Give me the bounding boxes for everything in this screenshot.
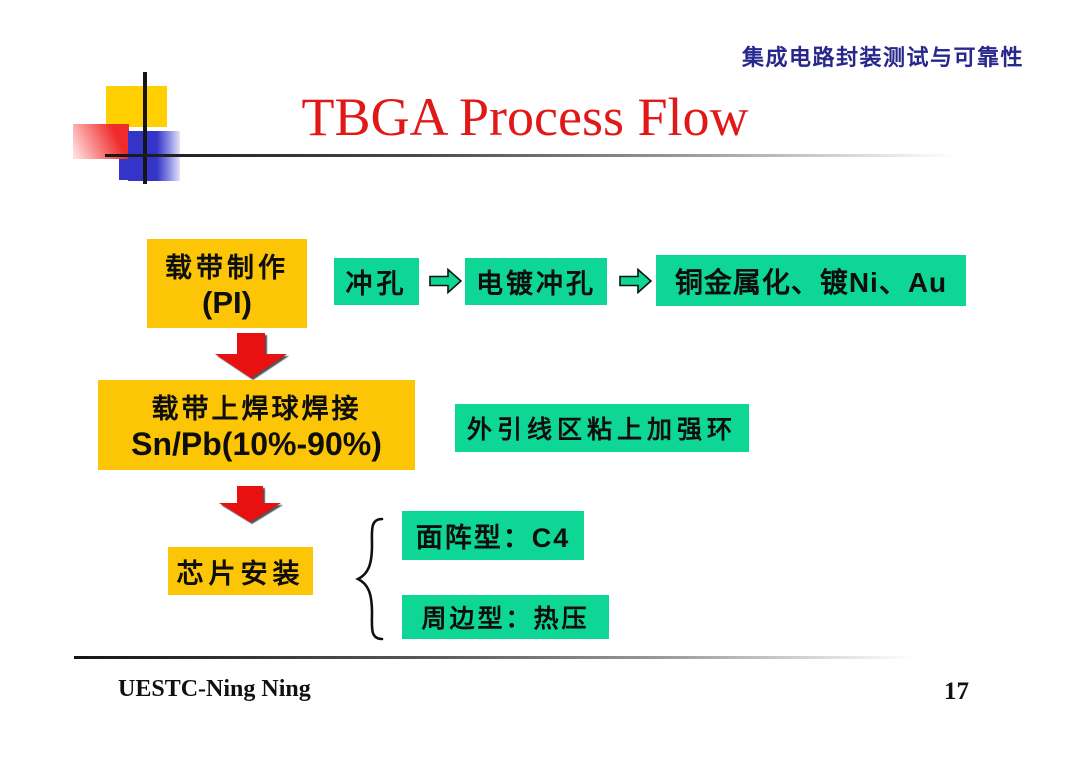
arrow-right-icon [619, 267, 653, 299]
flow-box-label: 芯片安装 [176, 558, 305, 589]
flow-box-stiffener-ring: 外引线区粘上加强环 [455, 404, 749, 452]
arrow-down-icon [219, 486, 281, 527]
title-underline [105, 154, 1000, 157]
deco-yellow-square [106, 86, 167, 127]
brace-icon [352, 517, 390, 646]
flow-box-label: 冲孔 [345, 269, 408, 299]
deco-blue-square-small [119, 159, 141, 180]
flow-box-label: 铜金属化、镀Ni、Au [674, 266, 948, 298]
page-number: 17 [944, 678, 969, 705]
footer-divider [74, 656, 914, 659]
flow-box-metallization: 铜金属化、镀Ni、Au [656, 255, 966, 306]
deco-vertical-line [143, 72, 147, 184]
flow-box-punching: 冲孔 [334, 258, 419, 305]
page-title: TBGA Process Flow [301, 87, 749, 147]
flow-box-solder-ball-attach: 载带上焊球焊接 Sn/Pb(10%-90%) [98, 380, 415, 470]
course-title: 集成电路封装测试与可靠性 [742, 45, 1025, 70]
flow-box-label: 周边型：热压 [421, 605, 590, 633]
flow-box-die-attach: 芯片安装 [168, 547, 313, 595]
flow-box-area-array-c4: 面阵型：C4 [402, 511, 584, 560]
flow-box-plating-punch: 电镀冲孔 [465, 258, 607, 305]
flow-box-label: 外引线区粘上加强环 [466, 416, 737, 444]
deco-red-square [73, 124, 129, 159]
flow-box-peripheral-thermocompression: 周边型：热压 [402, 595, 609, 639]
flow-box-label: 载带上焊球焊接 [151, 394, 362, 424]
flow-box-label: Sn/Pb(10%-90%) [131, 426, 382, 462]
flow-box-label: (PI) [202, 285, 252, 320]
flow-box-label: 电镀冲孔 [476, 269, 596, 299]
flow-box-label: 面阵型：C4 [415, 523, 571, 553]
footer-author: UESTC-Ning Ning [118, 676, 311, 702]
flow-box-label: 载带制作 [165, 253, 289, 283]
arrow-down-icon [215, 333, 287, 383]
flow-box-tape-fabrication: 载带制作 (PI) [147, 239, 307, 328]
arrow-right-icon [429, 267, 463, 299]
